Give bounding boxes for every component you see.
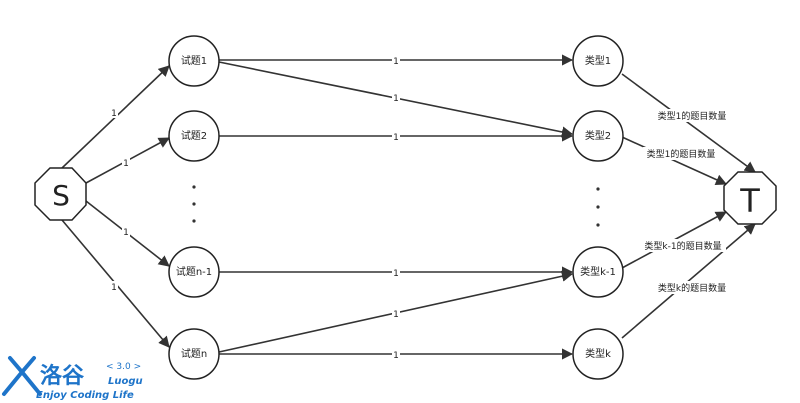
question-nodes: 试题1 试题2 试题n-1 试题n bbox=[168, 35, 220, 380]
svg-text:洛谷: 洛谷 bbox=[40, 363, 85, 389]
label-t1-t: 类型1的题目数量 bbox=[654, 109, 730, 122]
svg-text:1: 1 bbox=[393, 351, 399, 361]
label-qn1-tk1: 1 bbox=[392, 267, 400, 279]
svg-text:T: T bbox=[739, 182, 760, 220]
label-s-qn: 1 bbox=[110, 281, 118, 293]
node-question-1: 试题1 bbox=[168, 35, 220, 87]
label-s-q2: 1 bbox=[122, 157, 130, 169]
svg-text:类型1的题目数量: 类型1的题目数量 bbox=[647, 148, 716, 160]
svg-text:Enjoy Coding Life: Enjoy Coding Life bbox=[36, 390, 134, 401]
svg-text:类型k-1: 类型k-1 bbox=[580, 265, 616, 278]
label-s-qn1: 1 bbox=[122, 226, 130, 238]
svg-text:试题1: 试题1 bbox=[181, 54, 207, 67]
svg-text:1: 1 bbox=[393, 310, 399, 320]
luogu-watermark-logo: 洛谷 < 3.0 > Luogu Enjoy Coding Life bbox=[2, 356, 143, 401]
svg-text:1: 1 bbox=[393, 269, 399, 279]
svg-text:类型k-1的题目数量: 类型k-1的题目数量 bbox=[644, 240, 721, 252]
svg-text:类型1的题目数量: 类型1的题目数量 bbox=[658, 110, 727, 122]
svg-text:Luogu: Luogu bbox=[108, 376, 143, 387]
label-s-q1: 1 bbox=[110, 107, 118, 119]
svg-text:类型k: 类型k bbox=[585, 347, 611, 360]
edge-t1-t bbox=[621, 73, 756, 173]
source-node: S bbox=[34, 167, 87, 221]
node-question-2: 试题2 bbox=[168, 110, 220, 162]
edge-t2-t bbox=[621, 136, 728, 185]
svg-text:1: 1 bbox=[123, 228, 129, 238]
svg-text:类型2: 类型2 bbox=[585, 129, 611, 142]
node-question-n: 试题n bbox=[168, 328, 220, 380]
svg-text:S: S bbox=[52, 179, 70, 212]
svg-text:1: 1 bbox=[111, 283, 117, 293]
svg-text:试题n-1: 试题n-1 bbox=[176, 265, 212, 278]
sink-node: T bbox=[723, 171, 777, 225]
label-q1-t2: 1 bbox=[392, 92, 400, 104]
svg-text:1: 1 bbox=[393, 94, 399, 104]
luogu-mark-icon bbox=[2, 356, 42, 396]
label-q2-t2: 1 bbox=[392, 131, 400, 143]
label-qn-tk1: 1 bbox=[392, 308, 400, 320]
type-ellipsis bbox=[596, 187, 600, 227]
node-type-2: 类型2 bbox=[572, 110, 624, 162]
type-nodes: 类型1 类型2 类型k-1 类型k bbox=[572, 35, 624, 380]
label-tk-t: 类型k的题目数量 bbox=[654, 281, 730, 294]
label-q1-t1: 1 bbox=[392, 55, 400, 67]
svg-text:类型k的题目数量: 类型k的题目数量 bbox=[658, 282, 726, 294]
svg-text:类型1: 类型1 bbox=[585, 54, 611, 67]
svg-text:试题n: 试题n bbox=[181, 347, 207, 360]
node-type-1: 类型1 bbox=[572, 35, 624, 87]
svg-text:1: 1 bbox=[123, 159, 129, 169]
node-type-k-minus-1: 类型k-1 bbox=[572, 246, 624, 298]
label-tk1-t: 类型k-1的题目数量 bbox=[640, 239, 726, 252]
type-count-labels: 类型1的题目数量 类型1的题目数量 类型k-1的题目数量 类型k的题目数量 bbox=[640, 109, 730, 294]
svg-text:1: 1 bbox=[111, 109, 117, 119]
svg-text:试题2: 试题2 bbox=[181, 129, 207, 142]
node-type-k: 类型k bbox=[572, 328, 624, 380]
capacity-labels: 1 1 1 1 1 1 1 1 1 1 bbox=[110, 55, 400, 361]
label-qn-tk: 1 bbox=[392, 349, 400, 361]
question-ellipsis bbox=[192, 185, 196, 223]
svg-text:1: 1 bbox=[393, 57, 399, 67]
label-t2-t: 类型1的题目数量 bbox=[643, 147, 719, 160]
svg-text:< 3.0 >: < 3.0 > bbox=[106, 362, 141, 372]
svg-text:1: 1 bbox=[393, 133, 399, 143]
node-question-n-minus-1: 试题n-1 bbox=[168, 246, 220, 298]
